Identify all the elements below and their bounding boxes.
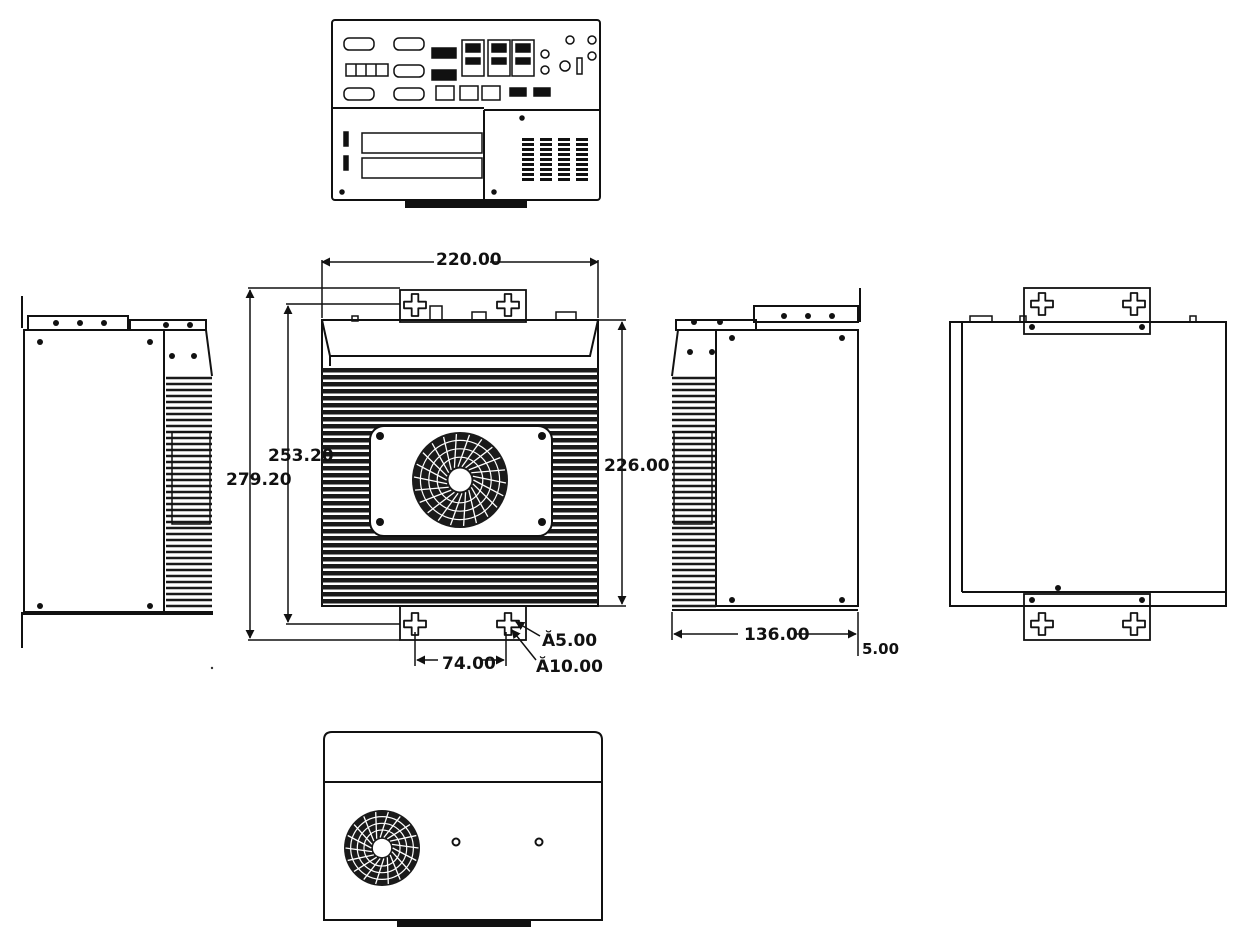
vent-slots <box>522 138 588 181</box>
expansion-slots <box>339 115 525 195</box>
dim-hole-large: Ă10.00 <box>536 655 603 677</box>
dim-depth: 136.00 <box>744 625 810 645</box>
back-view <box>949 287 1227 641</box>
dim-height-inner: 253.20 <box>268 446 334 466</box>
dimension-lines <box>245 257 859 666</box>
mounting-holes-back <box>1030 292 1146 636</box>
front-view <box>321 289 599 641</box>
left-side-view <box>21 296 213 648</box>
dim-foot: 5.00 <box>862 640 899 658</box>
dimension-labels: 220.00 253.20 279.20 226.00 136.00 5.00 … <box>226 246 899 677</box>
round-connectors <box>540 35 597 75</box>
left-fins <box>166 376 212 608</box>
right-side-view <box>671 288 861 611</box>
rear-io-panel-view <box>331 19 601 208</box>
mounting-holes-front <box>403 293 520 636</box>
dim-height-body: 226.00 <box>604 456 670 476</box>
serial-ports <box>343 37 425 101</box>
dim-hole-small: Ă5.00 <box>542 629 597 651</box>
display-ports <box>431 47 457 81</box>
fan-icon <box>412 432 508 528</box>
dim-height-outer: 279.20 <box>226 470 292 490</box>
bottom-view <box>323 731 603 927</box>
fan-vent-icon <box>344 810 420 886</box>
terminal-block <box>345 63 389 77</box>
dim-hole-spacing: 74.00 <box>442 654 496 674</box>
lan-usb-stack <box>435 39 551 101</box>
right-fins <box>672 376 716 608</box>
dim-width-top: 220.00 <box>436 250 502 270</box>
